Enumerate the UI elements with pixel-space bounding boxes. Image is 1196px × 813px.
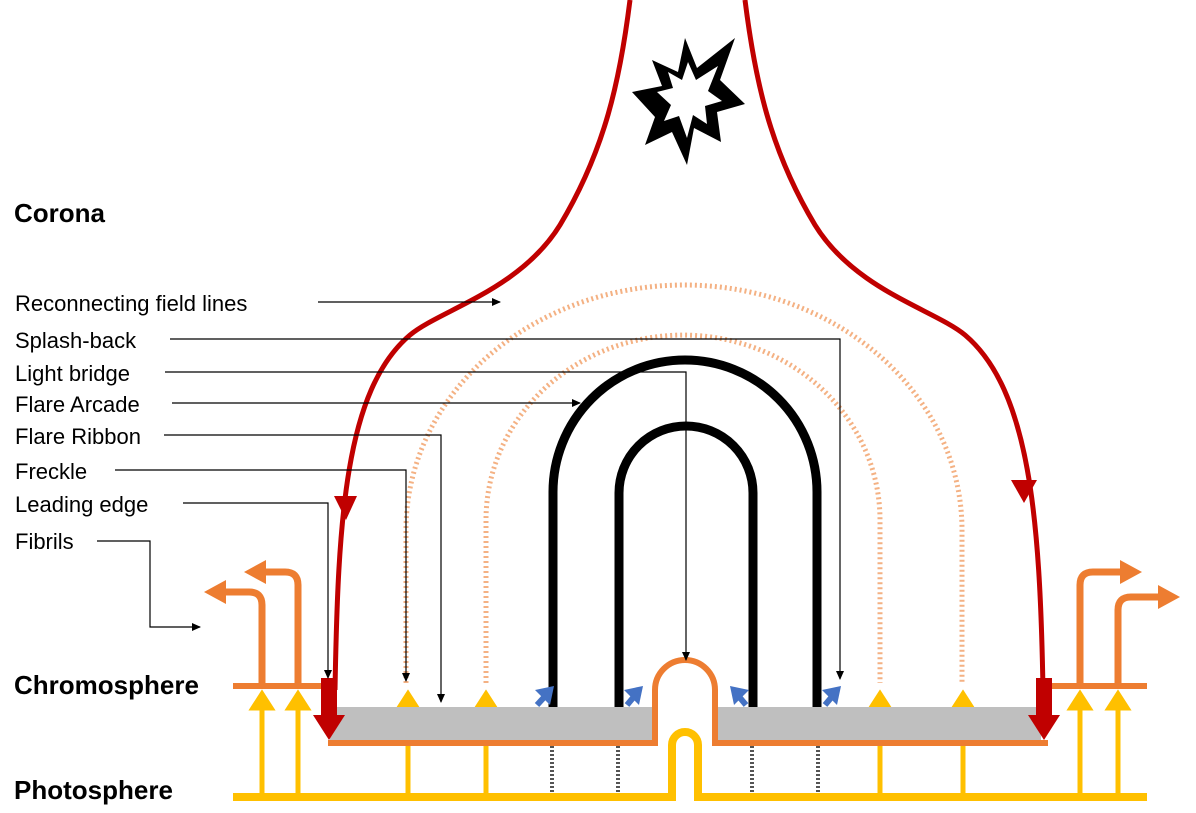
- leader-flare-ribbon: [164, 434, 445, 703]
- fibril-left-2: [262, 568, 302, 686]
- leader-fibrils: [97, 540, 201, 631]
- leader-splash-back: [170, 338, 844, 680]
- splash-outer: [403, 282, 965, 683]
- field-line-arrowheads: [313, 480, 1060, 740]
- label-flare-ribbon: Flare Ribbon: [15, 424, 141, 449]
- chromosphere-label: Chromosphere: [14, 670, 199, 700]
- fibrils: [204, 560, 1180, 686]
- photosphere-baseline: [233, 728, 1147, 801]
- leader-freckle: [115, 469, 410, 682]
- label-leading-edge: Leading edge: [15, 492, 149, 517]
- leader-leading-edge: [183, 502, 332, 679]
- splash-inner: [483, 332, 883, 683]
- field-line-left: [332, 0, 633, 691]
- label-fibrils: Fibrils: [15, 529, 74, 554]
- field-line-right: [742, 0, 1046, 691]
- fibril-left-1: [222, 588, 266, 686]
- ribbon-right: [716, 707, 1041, 743]
- label-flare-arcade: Flare Arcade: [15, 392, 140, 417]
- ribbon-left: [330, 707, 655, 743]
- splash-back-arcs: [403, 282, 965, 683]
- fibril-right-1: [1076, 568, 1124, 686]
- label-freckle: Freckle: [15, 459, 88, 484]
- starburst-icon: [632, 38, 745, 165]
- flare-arcade: [548, 355, 822, 707]
- label-light-bridge: Light bridge: [15, 361, 130, 386]
- corona-label: Corona: [14, 198, 105, 228]
- photosphere-label: Photosphere: [14, 775, 173, 805]
- arcade-outer-loop: [548, 355, 822, 707]
- leader-light-bridge: [165, 371, 690, 661]
- annotation-leaders: [97, 298, 844, 703]
- fibril-right-2: [1114, 593, 1162, 686]
- flare-ribbon-layer: [330, 707, 1041, 743]
- flow-arrows: [534, 686, 841, 708]
- label-reconnecting-field-lines: Reconnecting field lines: [15, 291, 248, 316]
- label-splash-back: Splash-back: [15, 328, 137, 353]
- subsurface-dots: [550, 746, 820, 793]
